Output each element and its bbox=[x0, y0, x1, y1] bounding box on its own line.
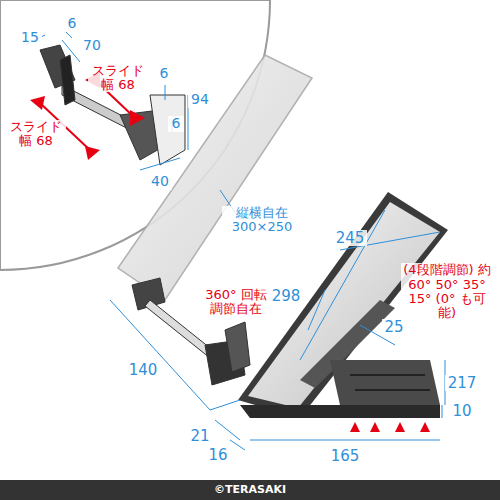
dimension: 15 bbox=[18, 30, 42, 45]
dimension: 94 bbox=[188, 92, 212, 107]
dimension: 10 bbox=[450, 403, 474, 420]
copyright: ©TERASAKI bbox=[190, 484, 310, 496]
dimension: 140 bbox=[126, 362, 160, 379]
dimension: 298 bbox=[269, 288, 303, 305]
dimension: 165 bbox=[328, 448, 362, 465]
dimension: 6 bbox=[156, 66, 172, 81]
dimension: 25 bbox=[382, 319, 406, 336]
slide-width: スライド幅 68 bbox=[88, 64, 148, 93]
dimension: 40 bbox=[148, 174, 172, 189]
plate-size: 縦横自在 300×250 bbox=[222, 206, 302, 235]
slide-width: スライド幅 68 bbox=[6, 120, 66, 149]
dimension: 21 bbox=[188, 428, 212, 445]
dimension: 245 bbox=[333, 230, 367, 247]
dimension: 6 bbox=[168, 116, 184, 131]
rotation-note: 360° 回転 調節自在 bbox=[202, 288, 270, 317]
dimension: 6 bbox=[64, 16, 80, 31]
dimension: 217 bbox=[445, 375, 479, 392]
angle-note: (4段階調節) 約60° 50° 35° 15° (0° も可能) bbox=[401, 263, 493, 320]
dimension: 70 bbox=[80, 38, 104, 53]
dimension: 16 bbox=[206, 447, 230, 464]
